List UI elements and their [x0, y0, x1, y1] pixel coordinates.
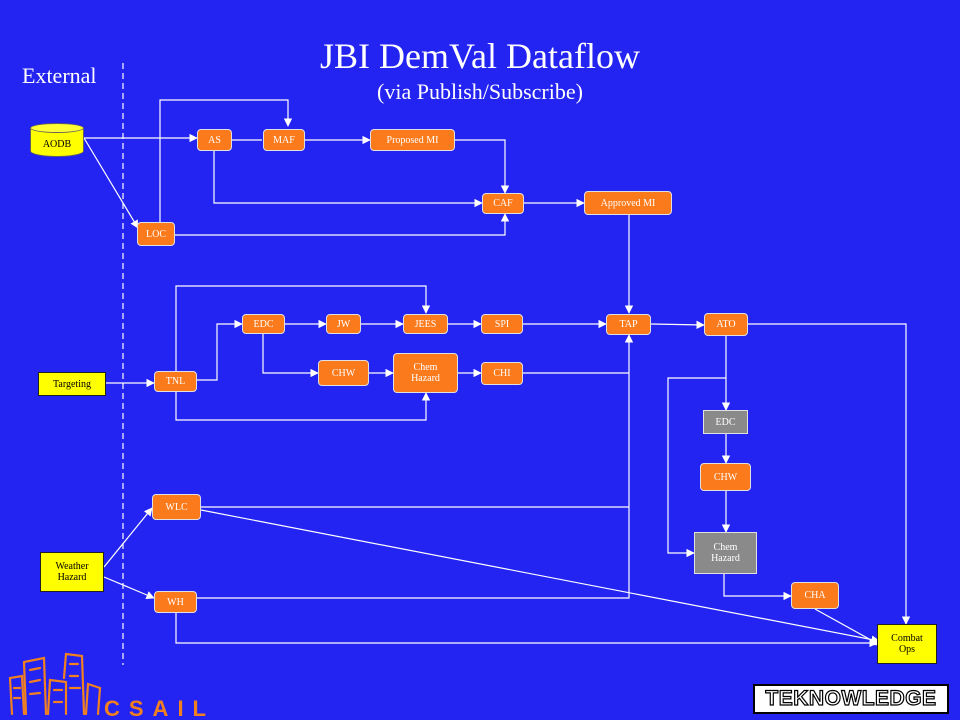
- edge-proposed-caf: [455, 139, 510, 194]
- edge-tnl-chemhazard: [175, 392, 431, 421]
- edge-edc-chw: [262, 334, 319, 378]
- node-jees: JEES: [403, 314, 448, 334]
- database-icon: [30, 123, 84, 133]
- node-chem-hazard: Chem Hazard: [393, 353, 458, 393]
- external-region-label: External: [22, 63, 97, 88]
- node-chi: CHI: [481, 362, 523, 385]
- aodb-label: AODB: [30, 128, 84, 157]
- node-weather-hazard: Weather Hazard: [40, 552, 104, 592]
- node-proposed-mi: Proposed MI: [370, 129, 455, 151]
- csail-logo-text: CSAIL: [104, 696, 215, 720]
- node-spi: SPI: [481, 314, 523, 334]
- node-jw: JW: [326, 314, 361, 334]
- edge-aodb-loc: [83, 137, 139, 229]
- node-loc: LOC: [137, 222, 175, 246]
- node-combat-ops: Combat Ops: [877, 624, 937, 664]
- node-approved-mi: Approved MI: [584, 191, 672, 215]
- node-maf: MAF: [263, 129, 305, 151]
- edge-tap-ato: [650, 320, 705, 330]
- node-wlc: WLC: [152, 494, 201, 520]
- edge-weather-wh: [103, 576, 155, 599]
- edge-wh-tap: [197, 334, 634, 599]
- edge-tnl-edc: [197, 319, 243, 381]
- edge-loop-chemhazard2: [667, 377, 726, 558]
- teknowledge-logo-text: TEKNOWLEDGE: [765, 686, 937, 710]
- node-caf: CAF: [482, 193, 524, 214]
- aodb-database: AODB: [30, 123, 84, 157]
- edge-as-caf: [213, 150, 483, 208]
- node-tnl: TNL: [154, 371, 197, 392]
- node-chw-2: CHW: [700, 463, 751, 491]
- node-as: AS: [197, 129, 232, 151]
- slide-subtitle: (via Publish/Subscribe): [377, 79, 583, 104]
- edge-chemhazard2-cha: [723, 574, 792, 601]
- node-ato: ATO: [704, 313, 748, 336]
- edge-loc-caf: [175, 213, 510, 236]
- edge-ato-combatops: [748, 323, 911, 625]
- node-cha: CHA: [791, 582, 839, 609]
- slide-title: JBI DemVal Dataflow: [320, 36, 640, 76]
- node-targeting: Targeting: [38, 372, 106, 396]
- csail-logo-icon: [8, 652, 102, 716]
- node-chw: CHW: [318, 360, 369, 386]
- edge-loc-maf: [159, 99, 293, 222]
- node-chem-hazard-2: Chem Hazard: [694, 532, 757, 574]
- node-edc-2: EDC: [703, 410, 748, 434]
- node-wh: WH: [154, 591, 197, 613]
- teknowledge-logo: TEKNOWLEDGE: [753, 684, 949, 714]
- edge-wlc-combatops: [200, 509, 880, 644]
- node-edc: EDC: [242, 314, 285, 334]
- node-tap: TAP: [606, 314, 651, 335]
- edge-wh-combatops: [175, 612, 878, 648]
- edge-tnl-jees: [175, 285, 431, 371]
- edge-weather-wlc: [103, 507, 153, 568]
